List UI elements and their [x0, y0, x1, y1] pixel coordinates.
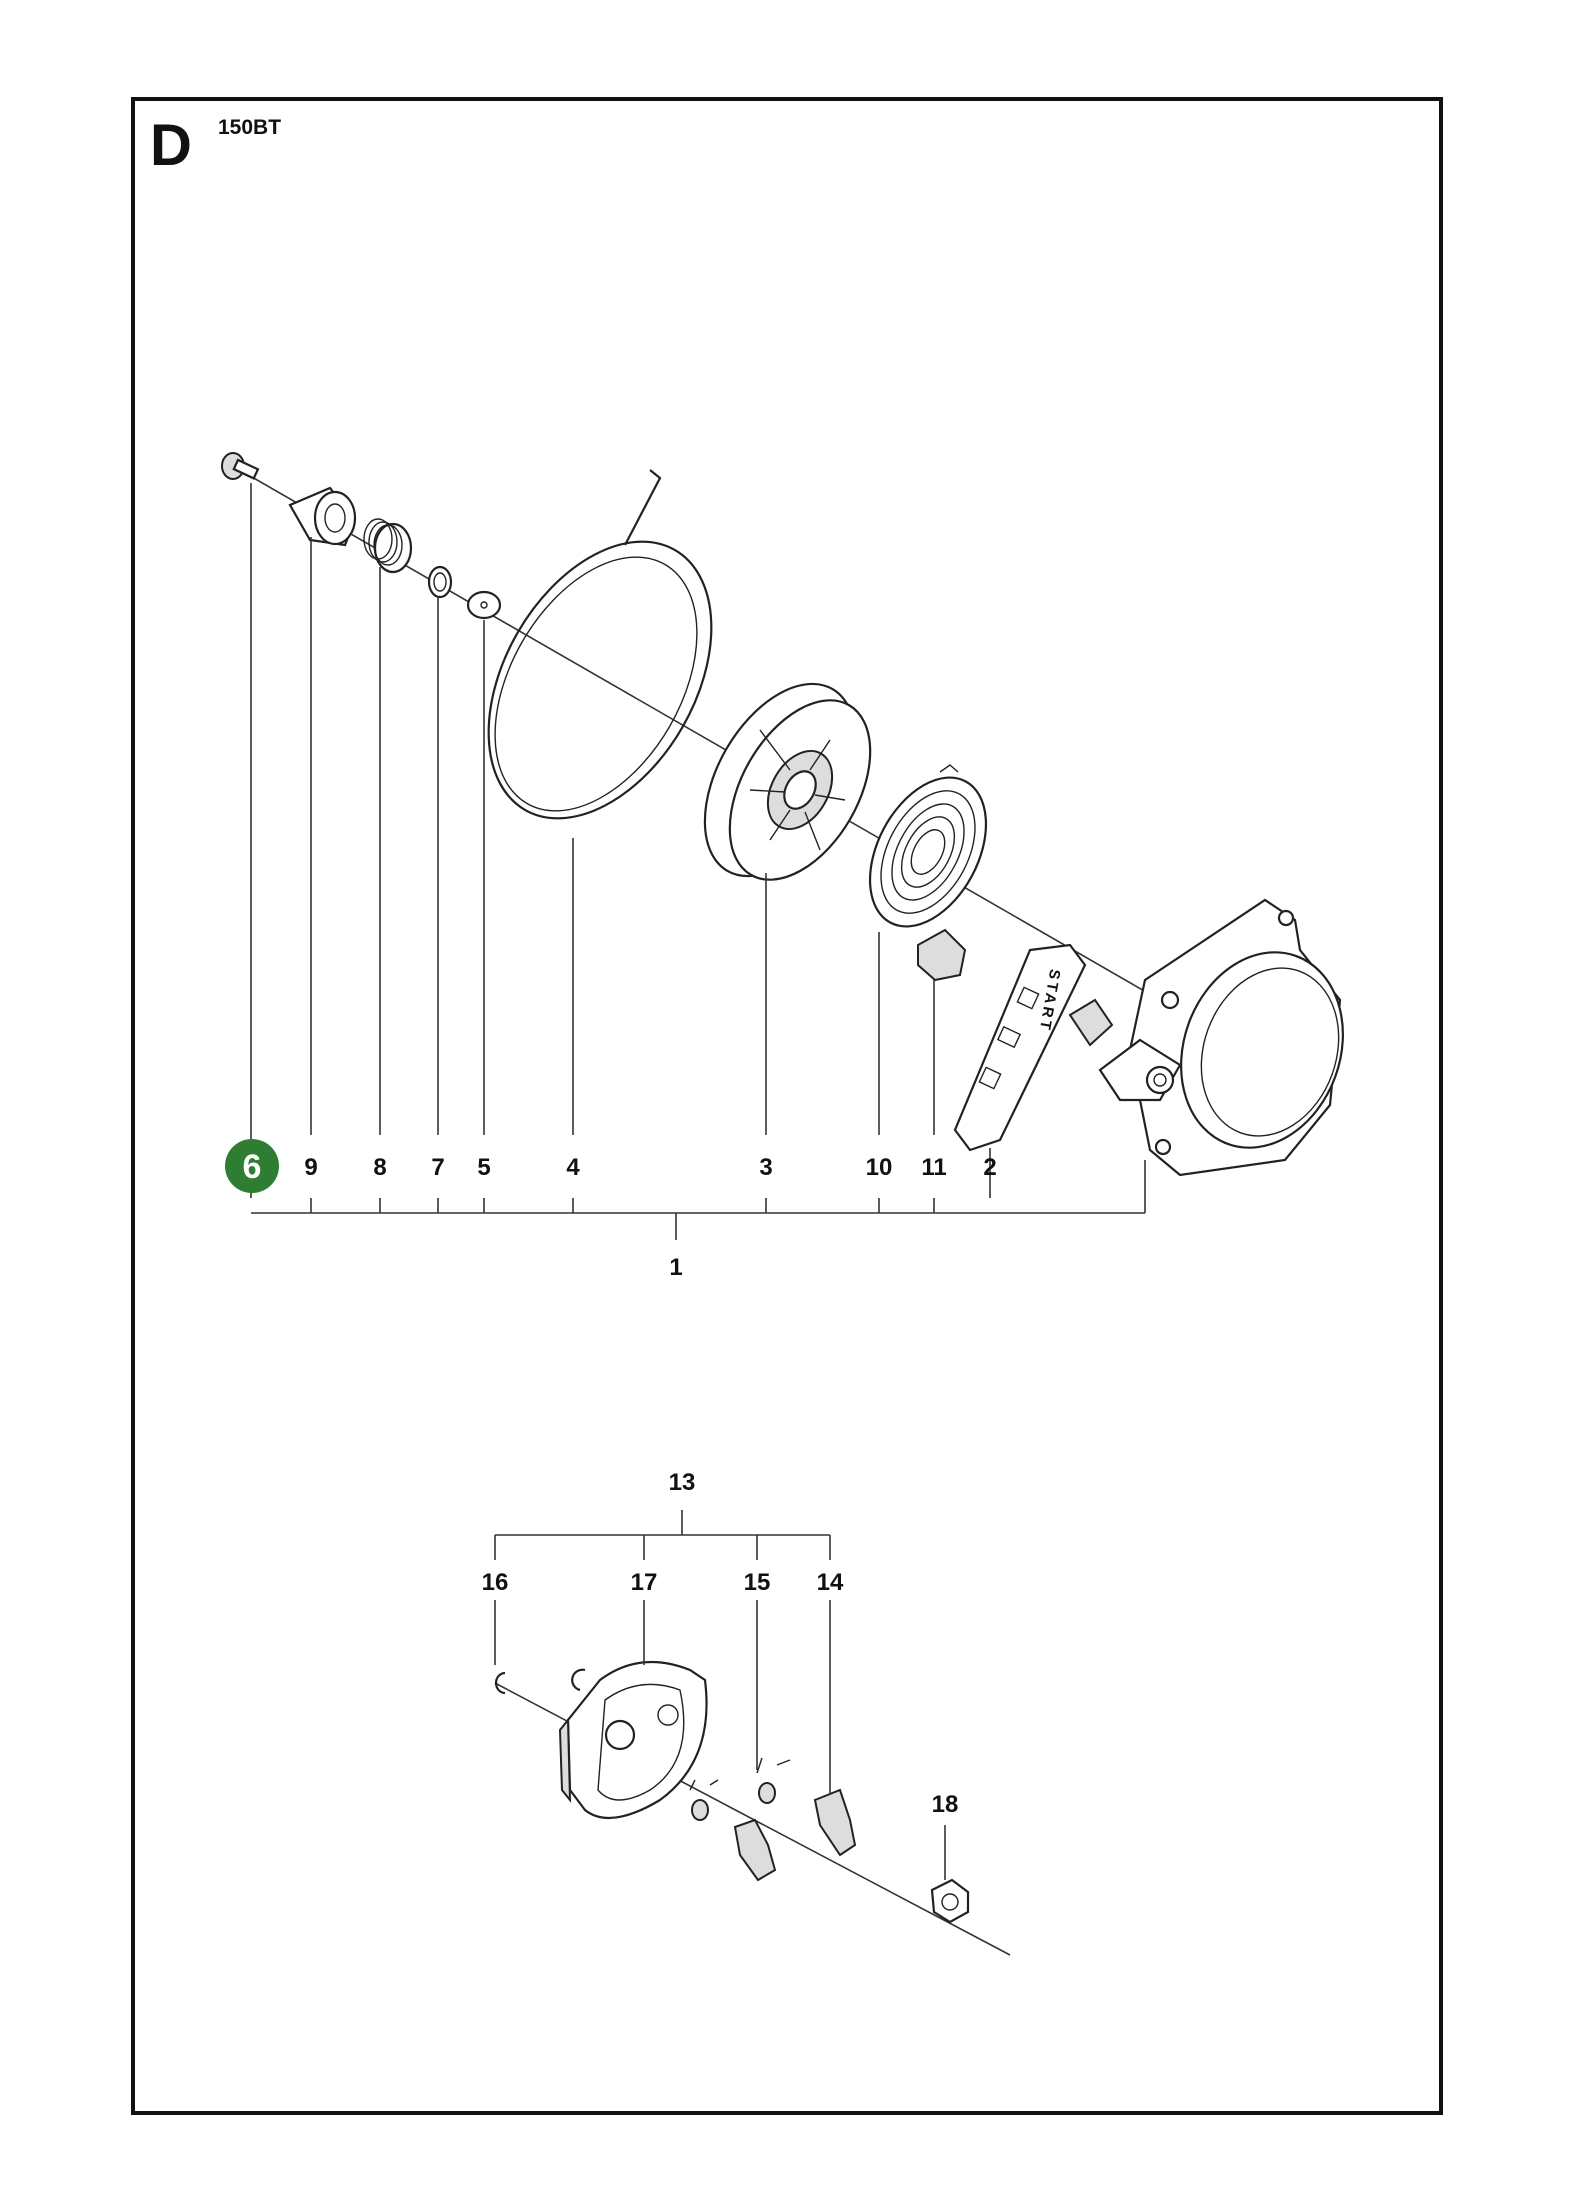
- ratchet-plate-part: [558, 1660, 708, 1820]
- starter-cord-part: [487, 469, 713, 820]
- callout-11: 11: [921, 1154, 946, 1181]
- pawl-spring-part: [689, 1757, 791, 1821]
- starter-housing-part: [1068, 898, 1344, 1177]
- reference-badge: [225, 1139, 279, 1193]
- reference-badge-number: 6: [243, 1148, 262, 1186]
- callout-2: 2: [983, 1154, 996, 1181]
- starter-handle-part: START: [953, 943, 1087, 1152]
- hex-nut-part: [930, 1878, 970, 1924]
- recoil-spring-part: [868, 764, 988, 928]
- model-label: 150BT: [218, 116, 282, 139]
- washer-part: [466, 590, 502, 620]
- washer-hole: [480, 601, 488, 609]
- callout-13: 13: [669, 1469, 696, 1496]
- screw-part: [221, 452, 260, 480]
- callout-8: 8: [373, 1154, 386, 1181]
- lower-leader-lines: [494, 1510, 946, 1880]
- callout-7: 7: [431, 1154, 444, 1181]
- flange-bushing-part: [288, 486, 357, 547]
- callout-17: 17: [631, 1569, 658, 1596]
- callout-10: 10: [866, 1154, 893, 1181]
- circlip-part: [494, 1671, 506, 1695]
- page-frame: [131, 97, 1443, 2115]
- o-ring-inner: [433, 572, 447, 592]
- pawl-part: [733, 1788, 857, 1882]
- callout-15: 15: [744, 1569, 771, 1596]
- callout-16: 16: [482, 1569, 509, 1596]
- callout-18: 18: [932, 1791, 959, 1818]
- section-letter: D: [150, 113, 192, 178]
- callout-9: 9: [304, 1154, 317, 1181]
- grip-insert-part: [917, 928, 967, 982]
- pulley-part: [703, 682, 872, 881]
- coil-spring-part: [363, 518, 413, 574]
- callout-5: 5: [477, 1154, 490, 1181]
- callout-4: 4: [566, 1154, 580, 1181]
- callout-14: 14: [817, 1569, 844, 1596]
- upper-leader-lines: [250, 483, 1146, 1240]
- o-ring-part: [427, 565, 453, 599]
- callout-3: 3: [759, 1154, 772, 1181]
- callout-1: 1: [669, 1254, 682, 1281]
